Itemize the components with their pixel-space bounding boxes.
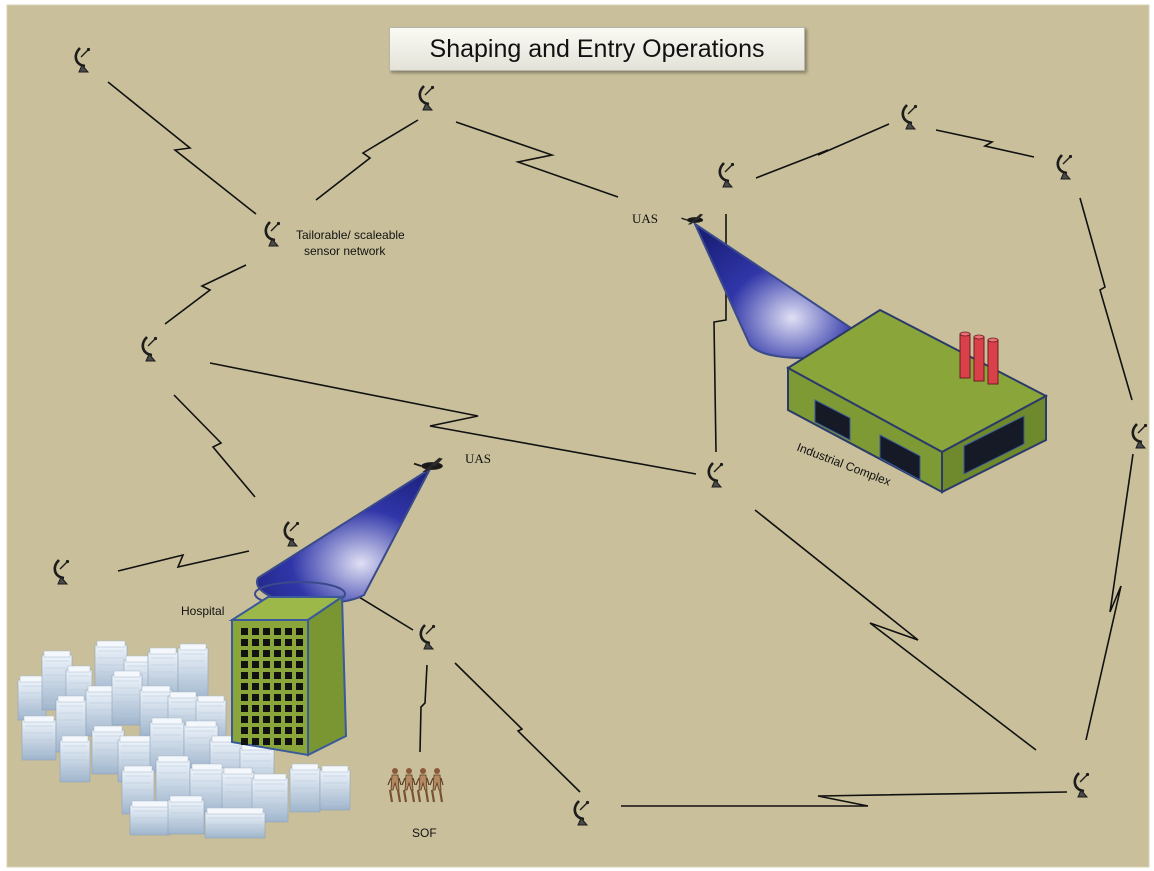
satellite-dish-icon (1073, 772, 1090, 798)
uav-icon (681, 213, 704, 225)
city-buildings (17, 640, 351, 839)
satellite-dish-icon (74, 47, 91, 73)
network-link (754, 509, 1037, 751)
network-link (209, 362, 697, 475)
industrial-complex (786, 308, 1049, 494)
soldier-icon (415, 768, 430, 803)
network-links (107, 81, 1134, 807)
network-link (621, 791, 1068, 807)
sensor-network-label-line2: sensor network (304, 244, 386, 258)
network-link (935, 129, 1035, 158)
city-building (167, 795, 205, 835)
sensor-nodes (53, 47, 1148, 826)
chimney (959, 331, 971, 379)
city-building (177, 643, 209, 701)
city-building (129, 800, 171, 836)
network-link (1079, 197, 1133, 401)
satellite-dish-icon (573, 800, 590, 826)
sof-troops (387, 768, 444, 803)
city-building (17, 675, 47, 721)
chimney (973, 334, 985, 382)
uav-icon (413, 457, 443, 472)
hospital-label: Hospital (181, 604, 225, 618)
soldier-icon (401, 768, 416, 803)
uav-group (413, 213, 704, 472)
structures (228, 308, 1049, 757)
network-link (107, 81, 257, 215)
city-building (204, 807, 266, 839)
satellite-dish-icon (901, 104, 918, 130)
network-link (455, 121, 619, 198)
city-building (59, 735, 91, 783)
diagram-title: Shaping and Entry Operations (389, 27, 805, 71)
network-link (419, 664, 428, 753)
hospital-building (228, 595, 348, 757)
network-link (117, 550, 250, 572)
satellite-dish-icon (718, 162, 735, 188)
satellite-dish-icon (1056, 154, 1073, 180)
satellite-dish-icon (419, 624, 436, 650)
satellite-dish-icon (1131, 423, 1148, 449)
satellite-dish-icon (707, 462, 724, 488)
city-building (111, 670, 143, 726)
uas-label-bottom: UAS (465, 451, 492, 466)
network-link (173, 394, 256, 498)
chimney (987, 337, 999, 385)
network-link (755, 123, 890, 179)
city-building (319, 765, 351, 811)
sensor-network-label-line1: Tailorable/ scaleable (296, 228, 405, 242)
network-link (164, 264, 247, 325)
network-link (1085, 453, 1134, 741)
city-building (289, 763, 321, 813)
satellite-dish-icon (283, 521, 300, 547)
satellite-dish-icon (264, 221, 281, 247)
soldier-icon (387, 768, 402, 803)
city-building (21, 715, 57, 761)
satellite-dish-icon (418, 85, 435, 111)
satellite-dish-icon (53, 559, 70, 585)
uas-label-top: UAS (632, 211, 659, 226)
satellite-dish-icon (141, 336, 158, 362)
soldier-icon (429, 768, 444, 803)
network-link (454, 662, 581, 793)
sof-label: SOF (412, 826, 437, 840)
network-link (315, 119, 419, 201)
